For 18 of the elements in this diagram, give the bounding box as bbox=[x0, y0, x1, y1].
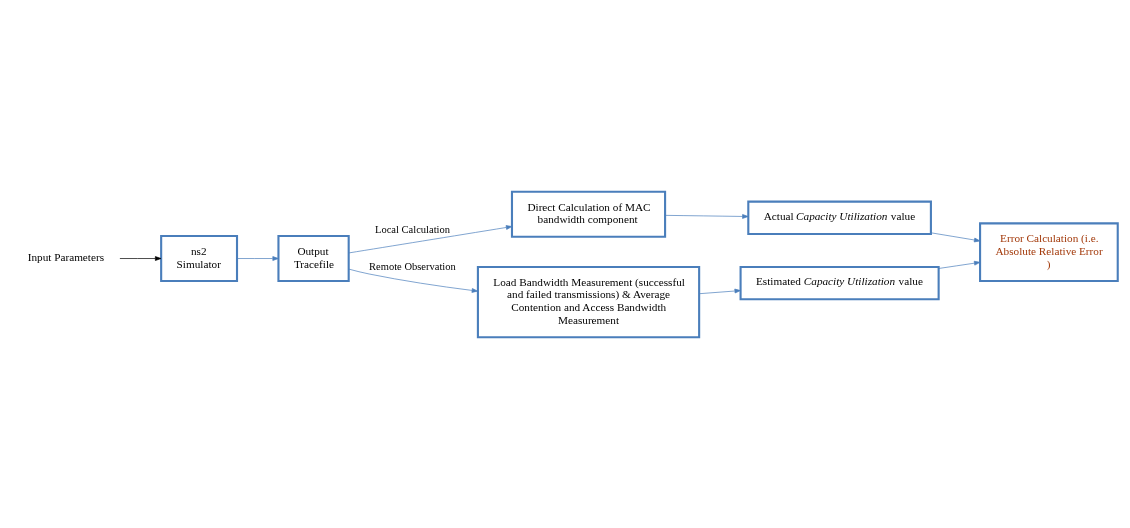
node-box: ns2 Simulator bbox=[160, 234, 239, 282]
edge-label: Local Calculation bbox=[375, 223, 451, 235]
arrow bbox=[236, 255, 279, 261]
node-box: Estimated Capacity Utilization value bbox=[739, 265, 940, 300]
node-box: Load Bandwidth Measurement (successful and failed transmissions) & Average Contention and Access Bandwidth Measurement bbox=[476, 265, 701, 338]
arrow bbox=[698, 288, 741, 294]
edge-label: Remote Observation bbox=[369, 260, 456, 272]
arrow bbox=[938, 260, 981, 269]
arrow bbox=[348, 268, 479, 293]
node-box: Error Calculation (i.e. Absolute Relative Error ) bbox=[979, 221, 1119, 282]
node-box: Direct Calculation of MAC bandwidth component bbox=[510, 190, 667, 238]
arrow bbox=[119, 255, 162, 261]
node-box: Output Tracefile bbox=[277, 234, 350, 282]
node-text: Input Parameters bbox=[27, 250, 105, 263]
arrow bbox=[348, 224, 513, 253]
arrow bbox=[930, 232, 981, 242]
arrow bbox=[664, 213, 749, 219]
node-box: Actual Capacity Utilization value bbox=[747, 200, 932, 235]
